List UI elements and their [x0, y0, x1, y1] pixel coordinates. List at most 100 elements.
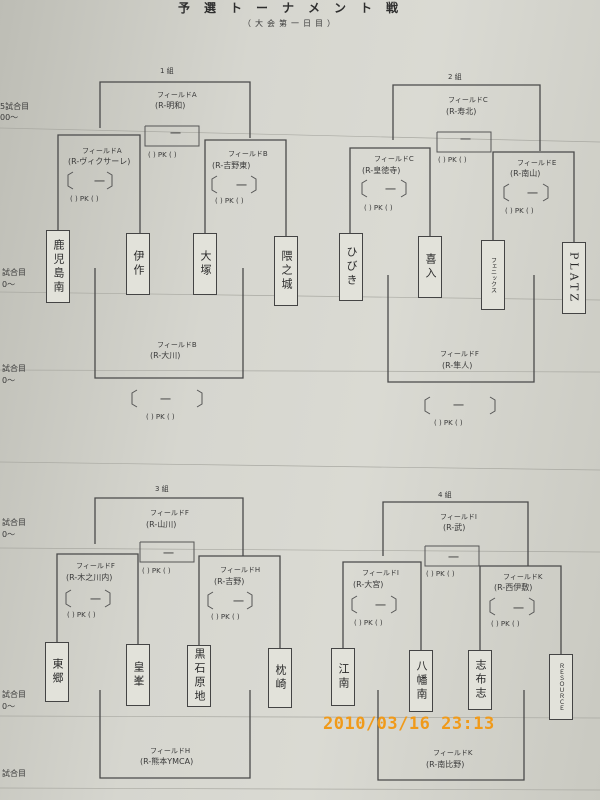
- field-label: フィールドB: [228, 150, 268, 158]
- ruled-line: [0, 291, 600, 301]
- pk-label: ( ) PK ( ): [211, 613, 240, 621]
- bracket-line: [479, 565, 562, 654]
- score-dash: 一: [163, 547, 174, 560]
- pk-label: ( ) PK ( ): [142, 567, 171, 575]
- score-bracket-mark: [211, 175, 218, 194]
- margin-label: 試合目: [2, 364, 26, 373]
- score-box: [424, 545, 480, 567]
- score-bracket-mark: [424, 396, 431, 415]
- score-dash: 一: [236, 179, 247, 192]
- score-bracket-mark: [67, 171, 74, 190]
- bracket-line: [377, 690, 525, 781]
- score-bracket-mark: [106, 171, 113, 190]
- group-label: 2 組: [448, 73, 462, 81]
- ruled-line: [0, 547, 600, 553]
- referee-label: (R-吉野東): [212, 161, 251, 170]
- score-bracket-mark: [400, 179, 407, 198]
- margin-label: 0〜: [2, 702, 16, 711]
- margin-label: 00〜: [0, 113, 19, 122]
- score-dash: 一: [513, 602, 524, 615]
- ruled-line: [0, 461, 600, 471]
- bracket-line: [198, 555, 281, 648]
- score-bracket-mark: [246, 591, 253, 610]
- bracket-line: [382, 501, 529, 566]
- team-box: 伊作: [126, 233, 150, 295]
- team-box: 東郷: [45, 642, 69, 702]
- pk-label: ( ) PK ( ): [364, 204, 393, 212]
- group-label: 3 組: [155, 485, 169, 493]
- ruled-line: [0, 127, 600, 143]
- group-label: 1 組: [160, 67, 174, 75]
- score-dash: 一: [170, 127, 181, 140]
- margin-label: 0〜: [2, 376, 16, 385]
- ruled-line: [0, 369, 600, 373]
- referee-label: (R-大宮): [353, 580, 384, 589]
- score-bracket-mark: [207, 591, 214, 610]
- bracket-line: [99, 81, 251, 138]
- camera-timestamp: 2010/03/16 23:13: [323, 714, 495, 734]
- pk-label: ( ) PK ( ): [148, 151, 177, 159]
- referee-label: (R-熊本YMCA): [140, 757, 194, 766]
- score-bracket-mark: [250, 175, 257, 194]
- referee-label: (R-大川): [150, 351, 181, 360]
- field-label: フィールドB: [157, 341, 197, 349]
- field-label: フィールドF: [150, 509, 189, 517]
- bracket-line: [349, 147, 431, 236]
- score-bracket-mark: [503, 183, 510, 202]
- referee-label: (R-武): [443, 523, 466, 532]
- score-bracket-mark: [489, 396, 496, 415]
- referee-label: (R-木之川内): [66, 573, 113, 582]
- pk-label: ( ) PK ( ): [505, 207, 534, 215]
- score-bracket-mark: [131, 389, 138, 408]
- bracket-line: [387, 275, 535, 383]
- bracket-line: [94, 497, 244, 556]
- referee-label: (R-ヴィクサーレ): [68, 157, 131, 166]
- score-bracket-mark: [104, 589, 111, 608]
- bracket-line: [99, 690, 251, 779]
- pk-label: ( ) PK ( ): [434, 419, 463, 427]
- score-dash: 一: [233, 595, 244, 608]
- field-label: フィールドF: [440, 350, 479, 358]
- score-dash: 一: [448, 551, 459, 564]
- score-bracket-mark: [528, 597, 535, 616]
- field-label: フィールドH: [150, 747, 191, 755]
- referee-label: (R-隼人): [442, 361, 473, 370]
- bracket-line: [57, 134, 141, 233]
- margin-label: 試合目: [2, 268, 26, 277]
- group-label: 4 組: [438, 491, 452, 499]
- score-dash: 一: [453, 399, 464, 412]
- margin-label: 試合目: [2, 690, 26, 699]
- team-box: フェニックス: [481, 240, 505, 310]
- bracket-line: [94, 268, 244, 379]
- pk-label: ( ) PK ( ): [215, 197, 244, 205]
- field-label: フィールドI: [362, 569, 399, 577]
- score-dash: 一: [94, 175, 105, 188]
- team-box: PLATZ: [562, 242, 586, 314]
- ruled-line: [0, 715, 600, 719]
- score-box: [144, 125, 200, 147]
- pk-label: ( ) PK ( ): [438, 156, 467, 164]
- score-dash: 一: [90, 593, 101, 606]
- score-bracket-mark: [196, 389, 203, 408]
- margin-label: 0〜: [2, 530, 16, 539]
- page-title: 予選トーナメント戦: [178, 1, 413, 15]
- team-box: 皇峯: [126, 644, 150, 706]
- score-dash: 一: [460, 133, 471, 146]
- bracket-line: [392, 84, 541, 151]
- score-bracket-mark: [489, 597, 496, 616]
- referee-label: (R-山川): [146, 520, 177, 529]
- ruled-line: [0, 787, 600, 791]
- team-box: 江南: [331, 648, 355, 706]
- referee-label: (R-明和): [155, 101, 186, 110]
- field-label: フィールドH: [220, 566, 261, 574]
- margin-label: 試合目: [2, 518, 26, 527]
- field-label: フィールドA: [82, 147, 122, 155]
- score-dash: 一: [385, 183, 396, 196]
- field-label: フィールドC: [374, 155, 414, 163]
- score-bracket-mark: [65, 589, 72, 608]
- bracket-line: [204, 139, 287, 236]
- team-box: ＲＥＳＯＵＲＣＥ: [549, 654, 573, 720]
- team-box: 大塚: [193, 233, 217, 295]
